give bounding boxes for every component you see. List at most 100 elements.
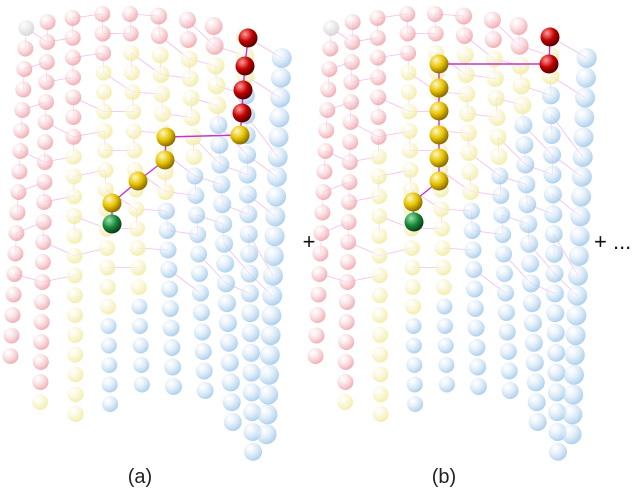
red-region-node (8, 225, 25, 241)
blue-region-node (132, 337, 149, 354)
blue-region-node (467, 319, 485, 337)
blue-region-node (521, 254, 540, 273)
yellow-region-node (402, 162, 419, 178)
blue-region-node (238, 165, 257, 184)
blue-region-node (546, 324, 565, 342)
red-region-node (307, 348, 324, 364)
blue-region-node (262, 285, 283, 306)
blue-region-node (528, 413, 547, 431)
yellow-region-node (371, 267, 388, 284)
red-region-node (338, 314, 355, 330)
yellow-region-node (435, 279, 452, 295)
red-region-node (343, 74, 360, 90)
yellow-region-node (100, 298, 117, 315)
grey-node (323, 20, 340, 36)
end-node (539, 54, 559, 74)
yellow-region-node (513, 96, 532, 115)
blue-region-node (567, 285, 588, 306)
blue-region-node (196, 382, 214, 399)
red-region-node (315, 184, 332, 200)
blue-region-node (239, 225, 258, 243)
blue-region-node (259, 345, 280, 365)
panel-b-lattice (307, 6, 597, 461)
blue-region-node (241, 324, 260, 342)
blue-region-node (407, 396, 424, 412)
panel-b-label: (b) (432, 466, 456, 488)
red-region-node (38, 54, 55, 70)
blue-region-node (542, 106, 561, 125)
yellow-region-node (32, 394, 48, 410)
blue-region-node (217, 274, 235, 293)
blue-region-node (468, 339, 486, 356)
red-region-node (427, 6, 443, 22)
yellow-region-node (402, 142, 418, 159)
yellow-region-node (182, 89, 200, 107)
yellow-region-node (66, 287, 83, 304)
blue-region-node (496, 265, 513, 282)
blue-region-node (263, 246, 284, 266)
blue-region-node (186, 167, 204, 185)
red-region-node (483, 11, 501, 29)
red-region-node (339, 254, 356, 270)
yellow-region-node (400, 64, 417, 81)
blue-region-node (213, 195, 232, 214)
red-region-node (344, 34, 361, 50)
blue-region-node (267, 147, 288, 167)
blue-region-node (165, 378, 182, 395)
red-region-node (369, 10, 386, 26)
blue-region-node (216, 254, 235, 273)
blue-region-node (561, 424, 582, 445)
yellow-region-node (485, 50, 503, 68)
red-region-node (3, 327, 20, 344)
blue-region-node (549, 442, 567, 461)
red-region-node (318, 122, 335, 139)
red-region-node (344, 14, 361, 30)
blue-region-node (494, 226, 512, 243)
blue-region-node (568, 246, 589, 266)
blue-region-node (525, 353, 544, 372)
blue-region-node (215, 234, 234, 253)
yellow-region-node (67, 346, 84, 363)
red-region-node (14, 102, 31, 118)
red-region-node (308, 327, 325, 344)
blue-region-node (523, 314, 542, 332)
path-node (429, 148, 449, 168)
blue-region-node (516, 155, 535, 174)
red-region-node (314, 204, 331, 221)
red-region-node (94, 25, 111, 42)
yellow-region-node (371, 208, 388, 224)
blue-region-node (545, 264, 564, 283)
yellow-region-node (65, 168, 82, 185)
red-region-node (6, 266, 23, 282)
yellow-region-node (460, 144, 478, 161)
red-region-node (341, 154, 358, 170)
yellow-region-node (123, 45, 140, 61)
red-region-node (34, 294, 50, 310)
red-region-node (339, 294, 355, 310)
yellow-region-node (96, 103, 113, 120)
blue-region-node (501, 382, 519, 399)
red-region-node (310, 286, 327, 303)
blue-region-node (566, 305, 587, 326)
blue-region-node (101, 357, 118, 373)
highlighted-path (102, 28, 258, 234)
yellow-region-node (488, 109, 506, 126)
red-region-node (64, 49, 81, 66)
yellow-region-node (66, 307, 83, 323)
yellow-region-node (66, 188, 82, 205)
red-region-node (13, 122, 30, 139)
red-region-node (341, 174, 358, 190)
yellow-region-node (490, 148, 508, 165)
blue-region-node (563, 384, 584, 405)
blue-region-node (220, 353, 239, 372)
blue-region-node (242, 363, 261, 382)
blue-region-node (575, 87, 596, 108)
blue-region-node (223, 413, 242, 431)
blue-region-node (102, 396, 119, 412)
yellow-region-node (180, 50, 198, 68)
blue-region-node (209, 116, 228, 134)
end-node (238, 28, 258, 48)
blue-region-node (158, 222, 176, 239)
yellow-region-node (511, 56, 530, 75)
red-region-node (455, 27, 473, 44)
